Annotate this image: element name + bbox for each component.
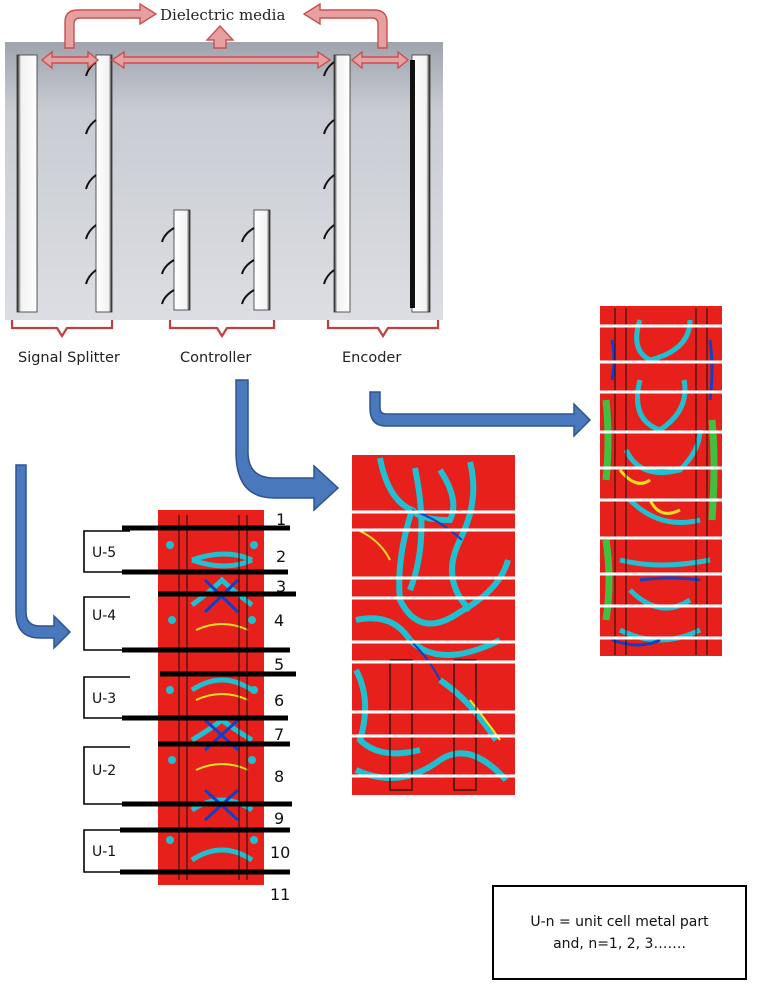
controller-plate-left [173, 209, 191, 311]
label-signal-splitter: Signal Splitter [18, 350, 120, 366]
field-plate-outline [453, 659, 477, 791]
flow-arrow-splitter [15, 464, 72, 650]
legend-note-box: U-n = unit cell metal part and, n=1, 2, … [492, 885, 747, 980]
flow-arrow-controller [235, 379, 340, 512]
encoder-plate-edge [410, 60, 415, 308]
unit-label-2: U-2 [92, 763, 116, 779]
label-controller: Controller [180, 350, 251, 366]
brace-encoder [326, 320, 440, 339]
dielectric-arrows [40, 2, 410, 70]
dielectric-media-block [5, 42, 443, 320]
layer-number-5: 5 [274, 655, 284, 674]
unit-label-5: U-5 [92, 545, 116, 561]
dielectric-arrow-center [110, 50, 332, 70]
layer-number-7: 7 [274, 725, 284, 744]
side-field-spots [166, 541, 258, 844]
layer-number-3: 3 [276, 577, 286, 596]
field-map-controller [352, 455, 515, 795]
dielectric-arrow-right [302, 2, 388, 49]
layer-number-6: 6 [274, 691, 284, 710]
unit-label-1: U-1 [92, 844, 116, 860]
dielectric-arrow-up [205, 24, 235, 49]
flow-arrow-encoder [369, 391, 592, 438]
field-map-splitter: U-5 U-4 U-3 U-2 U-1 1 2 3 4 5 6 7 8 9 10… [83, 510, 296, 904]
layer-number-11: 11 [270, 885, 290, 904]
label-dielectric-media: Dielectric media [160, 6, 285, 24]
section-braces [10, 320, 440, 339]
field-plate-outlines [178, 515, 248, 880]
field-background [600, 306, 722, 656]
encoder-plate-left [333, 54, 351, 313]
layer-number-4: 4 [274, 611, 284, 630]
dielectric-arrow-encoder [350, 50, 410, 70]
unit-label-3: U-3 [92, 691, 116, 707]
brace-splitter [10, 320, 114, 339]
unit-brackets [83, 530, 130, 873]
splitter-plate-left [16, 54, 38, 313]
metal-hooks [85, 61, 335, 305]
splitter-plate-right [95, 54, 113, 313]
dielectric-arrow-splitter [40, 50, 100, 70]
field-contours [602, 319, 718, 647]
field-plate-outlines [614, 308, 708, 655]
field-plate-outline [389, 659, 413, 791]
layer-number-10: 10 [270, 843, 290, 862]
controller-plate-right [253, 209, 271, 311]
unit-label-4: U-4 [92, 608, 116, 624]
label-encoder: Encoder [342, 350, 401, 366]
field-grid-lines [352, 510, 515, 778]
layer-number-2: 2 [276, 547, 286, 566]
dielectric-arrow-left [64, 2, 158, 49]
flow-arrows [15, 379, 592, 650]
field-map-encoder [600, 306, 722, 656]
brace-controller [168, 320, 276, 339]
unit-cell-bars [120, 525, 296, 875]
layer-number-1: 1 [276, 510, 286, 529]
layer-number-9: 9 [274, 809, 284, 828]
dielectric-structure: Signal Splitter Controller Encoder [5, 42, 443, 366]
note-line-2: and, n=1, 2, 3……. [553, 935, 686, 952]
field-grid-lines [600, 324, 722, 640]
layer-number-8: 8 [274, 767, 284, 786]
note-line-1: U-n = unit cell metal part [530, 913, 709, 930]
